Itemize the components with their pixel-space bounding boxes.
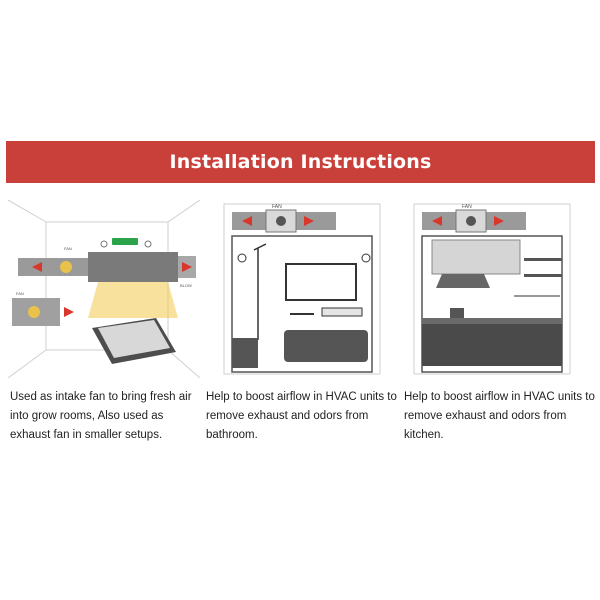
room-line xyxy=(8,349,47,378)
seedling-cells xyxy=(98,320,170,358)
light-housing xyxy=(88,252,178,282)
pot xyxy=(450,308,464,318)
room-line xyxy=(8,200,47,223)
intake-duct xyxy=(18,258,88,276)
light-cone xyxy=(88,282,178,318)
mirror xyxy=(285,263,357,301)
shelf xyxy=(524,258,562,261)
kitchen-svg: FAN xyxy=(413,203,571,375)
fan-label: FAN xyxy=(462,204,472,210)
grow-room-caption: Used as intake fan to bring fresh air in… xyxy=(10,391,192,441)
kitchen-caption: Help to boost airflow in HVAC units to r… xyxy=(404,391,595,441)
fan-label: FAN xyxy=(272,204,282,210)
arrow-icon xyxy=(64,307,74,317)
room-line xyxy=(167,349,200,378)
wall-lamp-icon xyxy=(237,253,247,263)
green-pipe xyxy=(112,238,138,245)
shelf xyxy=(321,307,363,317)
blow-label: BLOW xyxy=(180,283,192,288)
arrow-icon xyxy=(242,216,252,226)
arrow-icon xyxy=(494,216,504,226)
countertop xyxy=(422,318,562,324)
arrow-icon xyxy=(182,262,192,272)
grow-room-illustration: FAN BLOW FAN xyxy=(8,200,200,378)
fan-icon xyxy=(60,261,72,273)
fan-icon xyxy=(276,216,286,226)
bathroom-caption: Help to boost airflow in HVAC units to r… xyxy=(206,391,397,441)
lower-cabinets xyxy=(422,318,562,366)
room-line xyxy=(167,200,200,223)
fan-icon xyxy=(466,216,476,226)
arrow-icon xyxy=(32,262,42,272)
shower-icon xyxy=(253,243,267,340)
fan-icon xyxy=(28,306,40,318)
hook xyxy=(100,240,108,248)
installation-instructions-banner: Installation Instructions xyxy=(6,141,595,183)
bathtub xyxy=(284,330,368,362)
shelf xyxy=(524,274,562,277)
fan-label: FAN xyxy=(16,291,24,296)
bathroom-svg: FAN xyxy=(223,203,381,375)
hook xyxy=(144,240,152,248)
upper-cabinets xyxy=(431,239,521,275)
grow-room-svg: FAN BLOW FAN xyxy=(8,200,200,378)
toilet xyxy=(232,338,258,368)
banner-title: Installation Instructions xyxy=(169,151,432,173)
wall-lamp-icon xyxy=(361,253,371,263)
range-hood xyxy=(436,274,490,288)
bathroom-illustration: FAN xyxy=(214,200,390,378)
fan-label: FAN xyxy=(64,246,72,251)
arrow-icon xyxy=(432,216,442,226)
kitchen-illustration: FAN xyxy=(410,200,574,378)
arrow-icon xyxy=(304,216,314,226)
